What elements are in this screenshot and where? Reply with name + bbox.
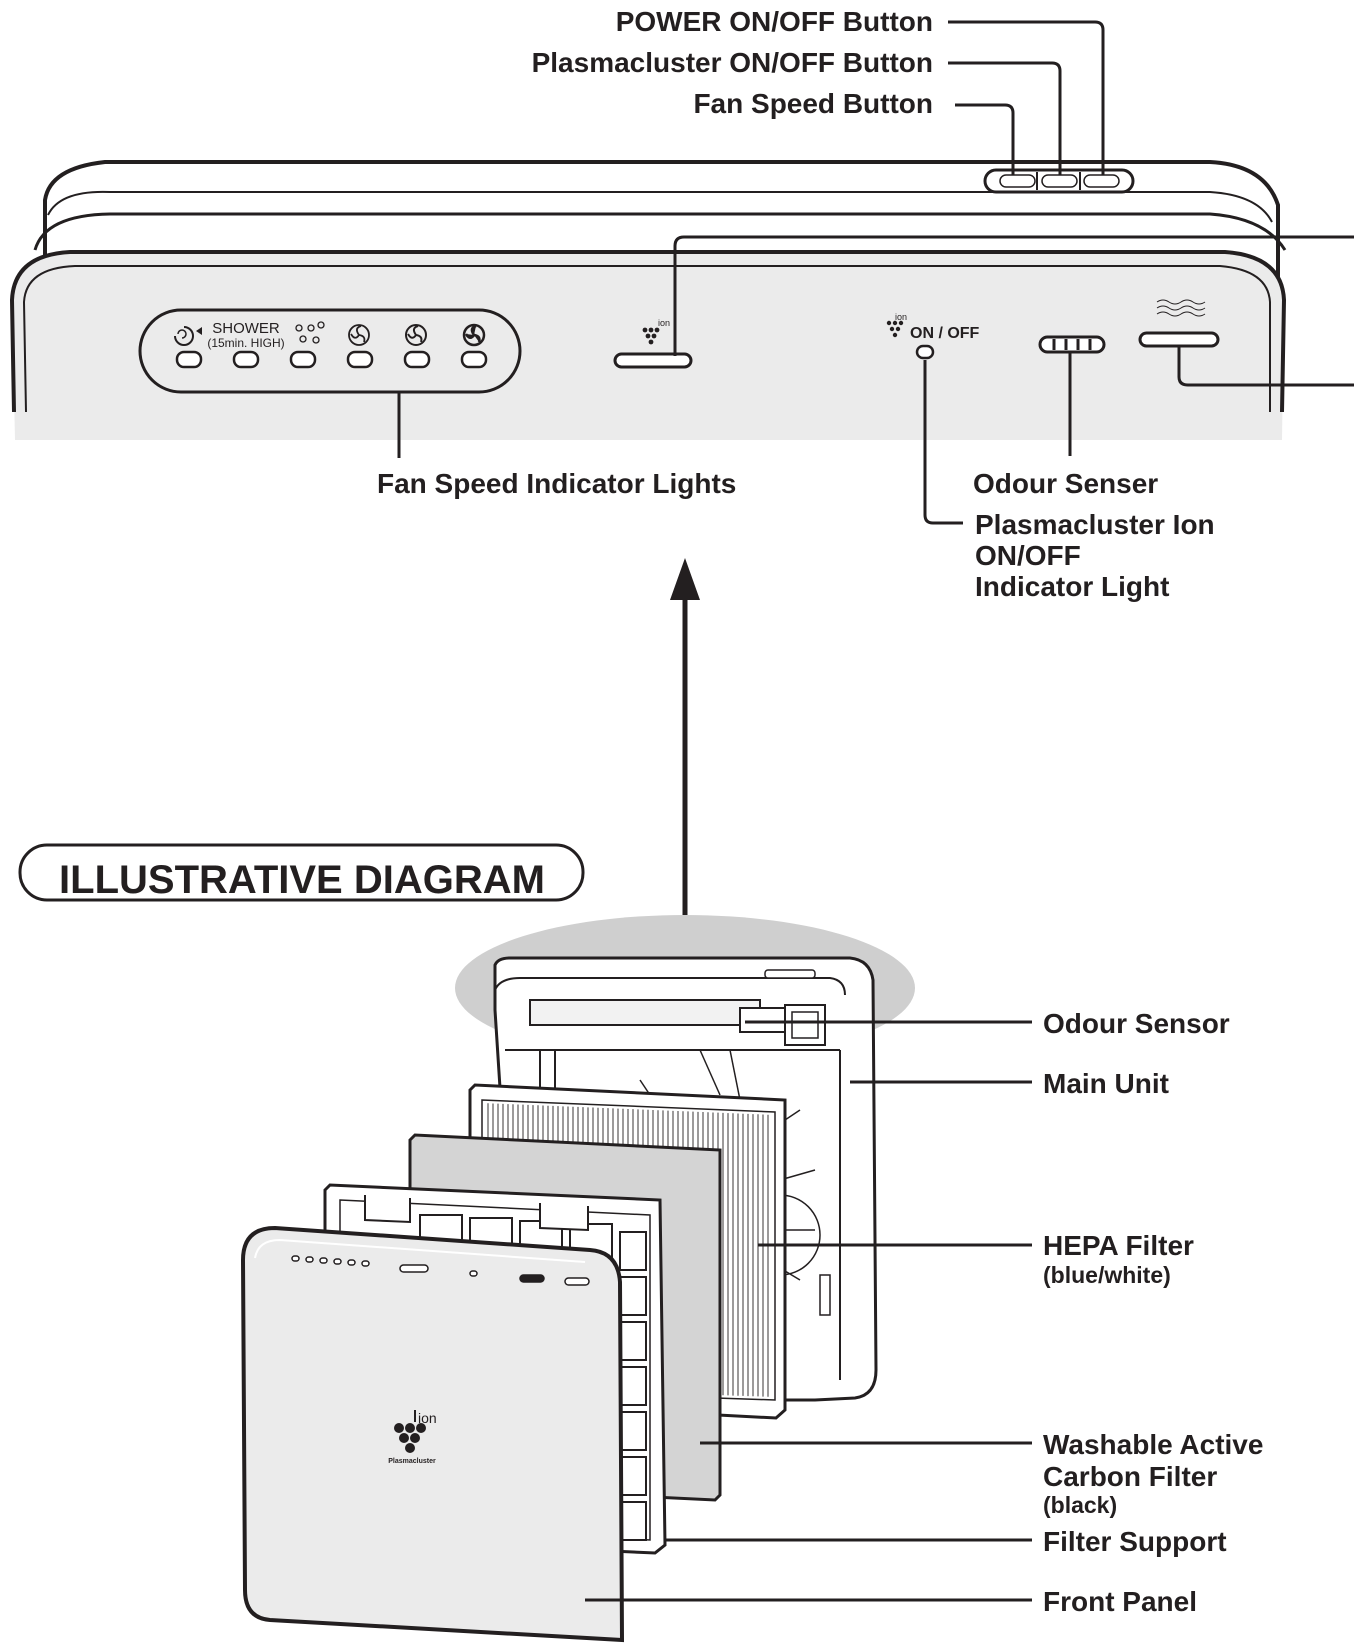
diagram-title: ILLUSTRATIVE DIAGRAM: [18, 843, 585, 902]
indicator-light-shower: [232, 350, 260, 369]
indicator-light-high: [460, 350, 488, 369]
mid-leader-lines: [397, 352, 1072, 525]
grape-logo-icon: [642, 327, 660, 345]
air-wave-icon: [1156, 299, 1206, 317]
front-panel: ion Plasmacluster: [240, 1225, 625, 1643]
label-filter-support: Filter Support: [1043, 1526, 1227, 1557]
front-logo-brand: Plasmacluster: [388, 1458, 436, 1465]
shower-label: SHOWER: [212, 320, 280, 337]
label-front-panel: Front Panel: [1043, 1586, 1197, 1617]
support-grid-cell: [619, 1501, 647, 1541]
ion-display-window: [613, 352, 693, 369]
label-odour-sensor: Odour Sensor: [1043, 1008, 1230, 1039]
label-hepa-sub: (blue/white): [1043, 1262, 1171, 1288]
indicator-light-low: [346, 350, 374, 369]
front-logo-ion: ion: [418, 1410, 437, 1426]
label-power-button: POWER ON/OFF Button: [616, 6, 933, 37]
indicator-light-pollen: [289, 350, 317, 369]
label-carbon-sub: (black): [1043, 1492, 1117, 1518]
ion-onoff-light: [915, 344, 935, 360]
pollen-mode-icon: [295, 321, 325, 344]
label-ion-indicator-line1: Plasmacluster Ion: [975, 509, 1215, 540]
fan-high-icon: [462, 323, 486, 347]
fan-speed-indicator-cluster: SHOWER (15min. HIGH): [138, 308, 522, 394]
indicator-light-auto: [175, 350, 203, 369]
zoom-arrow: [670, 558, 700, 915]
part-leader-lines: [585, 1020, 1032, 1602]
support-grid-cell: [619, 1366, 647, 1406]
label-carbon-line2: Carbon Filter: [1043, 1461, 1217, 1492]
label-fan-speed-button: Fan Speed Button: [693, 88, 933, 119]
title-text: ILLUSTRATIVE DIAGRAM: [59, 858, 545, 902]
support-grid-cell: [619, 1321, 647, 1361]
ion-onoff-indicator: ion ON / OFF: [886, 312, 980, 360]
air-quality-window: [1138, 331, 1220, 348]
indicator-light-medium: [403, 350, 431, 369]
top-leader-lines: [948, 20, 1105, 175]
label-odour-senser: Odour Senser: [973, 468, 1158, 499]
ion-display-indicator: ion: [613, 318, 693, 369]
fan-medium-icon: [405, 324, 427, 346]
label-fan-speed-indicator: Fan Speed Indicator Lights: [377, 468, 736, 499]
right-leader-lines: [673, 235, 1354, 387]
ion-small-label-center: ion: [658, 318, 670, 328]
label-plasmacluster-button: Plasmacluster ON/OFF Button: [532, 47, 933, 78]
grape-logo-small-icon: [886, 320, 904, 338]
support-grid-cell: [619, 1411, 647, 1451]
auto-mode-icon: [174, 326, 202, 346]
label-main-unit: Main Unit: [1043, 1068, 1169, 1099]
label-carbon-line1: Washable Active: [1043, 1429, 1263, 1460]
shower-sub-label: (15min. HIGH): [207, 336, 284, 350]
support-grid-cell: [619, 1276, 647, 1316]
support-grid-cell: [619, 1456, 647, 1496]
label-ion-indicator-line3: Indicator Light: [975, 571, 1169, 602]
control-panel-closeup: [0, 160, 1354, 450]
plasmacluster-logo: ion Plasmacluster: [388, 1410, 437, 1465]
label-hepa-filter: HEPA Filter: [1043, 1230, 1194, 1261]
label-ion-indicator-line2: ON/OFF: [975, 540, 1081, 571]
support-grid-cell: [619, 1231, 647, 1271]
front-grape-icon: [394, 1423, 426, 1453]
front-panel-indicators: [291, 1255, 590, 1286]
on-off-label: ON / OFF: [910, 325, 980, 342]
ion-small-label-onoff: ion: [895, 312, 907, 322]
odour-sensor-part: [739, 1007, 793, 1033]
air-quality-display: [1138, 299, 1220, 348]
exploded-view: ion Plasmacluster: [240, 915, 1032, 1643]
fan-speed-button[interactable]: [999, 174, 1036, 188]
odour-sensor-grille: [1038, 335, 1106, 354]
fan-low-icon: [348, 324, 370, 346]
